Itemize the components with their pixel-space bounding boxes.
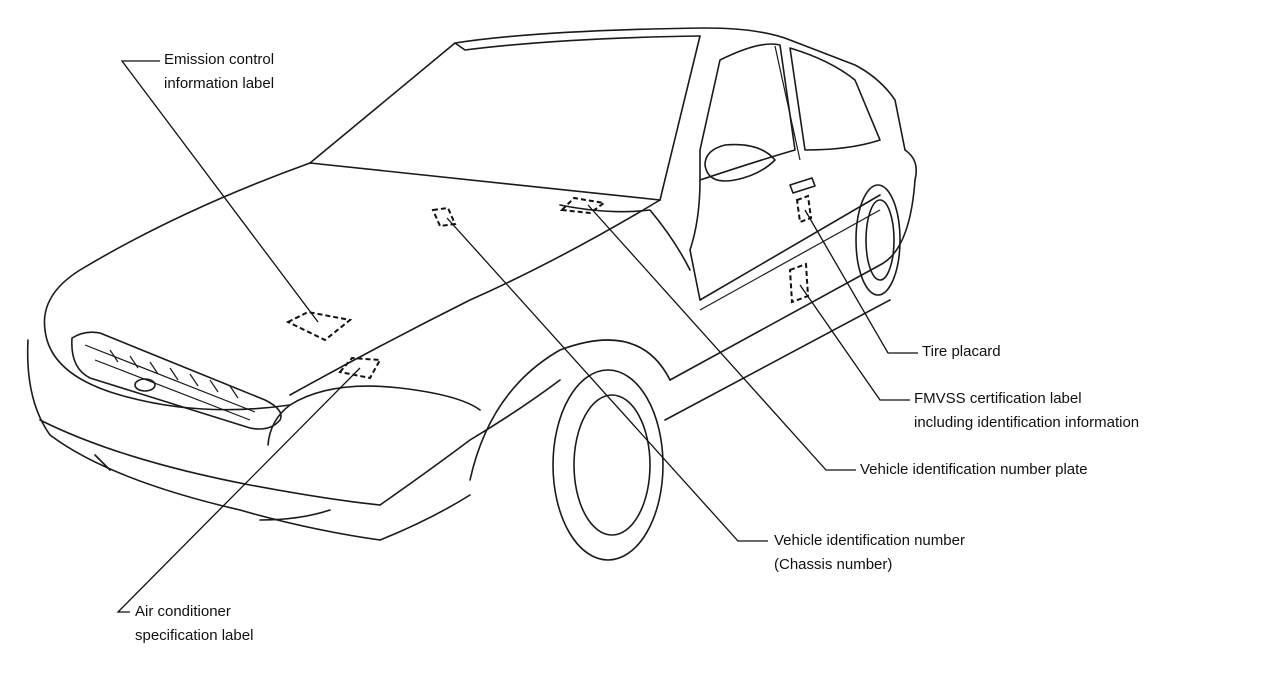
fmvss-label-text: FMVSS certification label including iden… [914,387,1139,435]
vin-plate-label-line1: Vehicle identification number plate [860,461,1088,478]
vin-leader [446,217,768,542]
fmvss-label-line1: FMVSS certification label [914,390,1082,407]
vin-plate-marker [559,196,607,215]
emission-label-text: Emission control information label [164,48,274,96]
tire-placard-label-text: Tire placard [922,340,1001,364]
air-conditioner-label-line1: Air conditioner [135,603,231,620]
car-outline [26,27,918,561]
air-conditioner-label-marker [338,356,382,380]
fmvss-label-line2: including identification information [914,414,1140,431]
tire-leader [804,209,918,354]
vin-plate-label-text: Vehicle identification number plate [860,458,1088,482]
air-conditioner-label-line2: specification label [135,627,254,644]
vin-label-line2: (Chassis number) [774,556,893,573]
vin-plate-leader [587,204,856,471]
emission-label-line2: information label [164,75,275,92]
leader-lines [116,60,918,613]
emission-label-marker [285,310,353,342]
vin-label-text: Vehicle identification number (Chassis n… [774,529,965,577]
tire-placard-marker [795,194,813,224]
fmvss-label-marker [788,262,810,304]
air-conditioner-label-text: Air conditioner specification label [135,600,253,648]
fmvss-leader [799,284,910,401]
emission-label-line1: Emission control [164,51,275,68]
emission-leader [120,60,319,323]
air-conditioner-leader [116,367,361,613]
vin-label-line1: Vehicle identification number [774,532,965,549]
label-location-markers [285,194,813,380]
tire-placard-label-line1: Tire placard [922,343,1001,360]
vin-marker [431,206,457,228]
